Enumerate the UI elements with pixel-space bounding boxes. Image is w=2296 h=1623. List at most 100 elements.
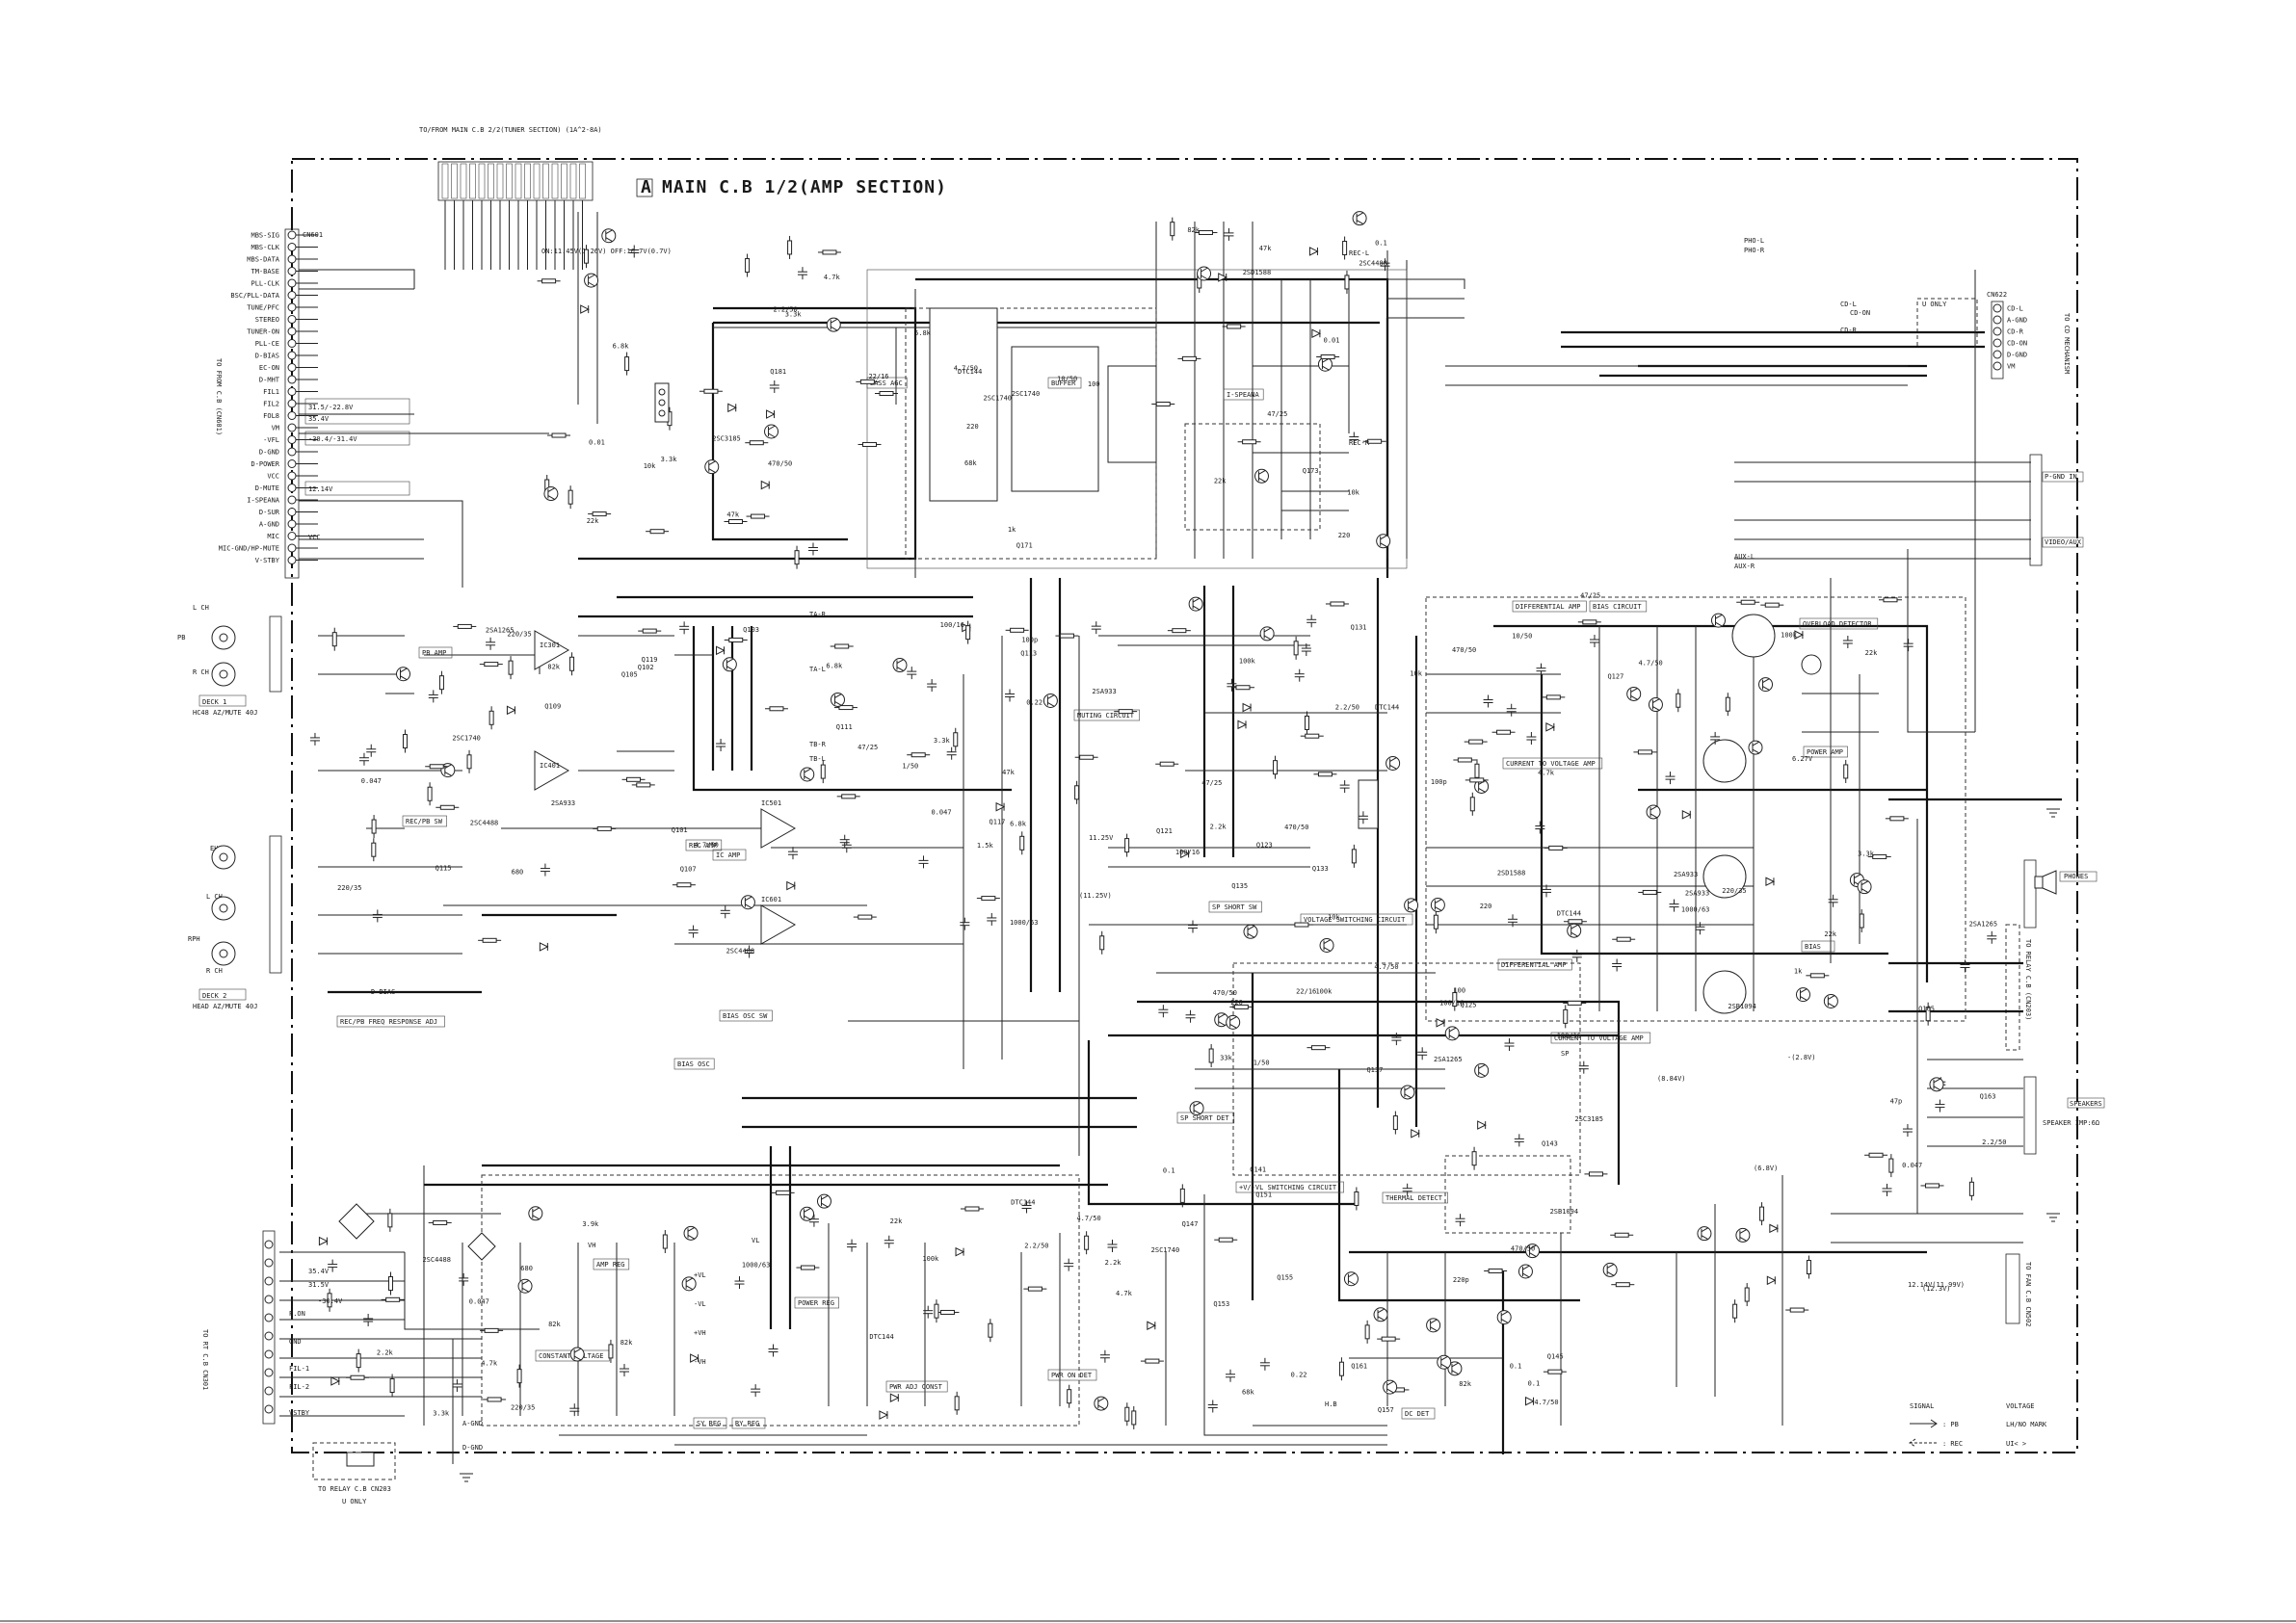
transistor-emitter [444, 772, 453, 777]
transistor-collector [1800, 988, 1808, 994]
left-connector: CN601 MBS-SIGMBS-CLKMBS-DATATM-BASEPLL-C… [215, 228, 323, 579]
left-pin [287, 399, 297, 408]
transistor-emitter [1448, 1034, 1457, 1040]
transistor [1042, 693, 1058, 708]
component-value: Q145 [1547, 1352, 1564, 1360]
resistor [1310, 1045, 1326, 1051]
transistor [1795, 987, 1810, 1003]
component-value: Q107 [680, 865, 697, 873]
signal-annotation: -30.4V [318, 1297, 343, 1305]
resistor [1351, 849, 1357, 864]
component-value: 4.7k [824, 274, 841, 281]
power-pin [264, 1313, 274, 1322]
legend-voltage-note2: UI< > [2006, 1440, 2026, 1448]
fan-cb-label: TO FAN C.B CN502 [2024, 1262, 2032, 1326]
transistor-emitter [1389, 765, 1397, 770]
signal-annotation: -(2.8V) [1787, 1054, 1816, 1061]
block-label-box [1512, 600, 1587, 613]
mini-connector [654, 382, 670, 423]
block-label: AMP REG [596, 1261, 625, 1269]
resistor [1145, 1358, 1160, 1364]
resistor [427, 786, 433, 801]
resistor [371, 842, 377, 857]
resistor [1019, 835, 1025, 851]
left-pin-label: EC-ON [259, 364, 279, 372]
components [309, 211, 1997, 1429]
signal-annotation: FIL-1 [289, 1365, 309, 1373]
transistor [1189, 1101, 1204, 1116]
left-pin [287, 447, 297, 457]
component-value: Q163 [1980, 1093, 1996, 1101]
transistor-collector [573, 1348, 582, 1353]
transistor-emitter [547, 495, 556, 500]
component-value: 2SC1740 [1151, 1246, 1180, 1254]
component-value: 10k [1410, 670, 1422, 678]
resistor [820, 764, 826, 779]
component-value: 680 [520, 1265, 533, 1272]
resistor [350, 1374, 365, 1380]
thin-wires [279, 212, 2031, 1464]
component-value: 220 [1480, 903, 1492, 910]
transistor-collector [1386, 1380, 1394, 1386]
deck1-rch: R CH [193, 668, 209, 676]
resistor [1637, 749, 1652, 755]
block-label: SP SHORT SW [1212, 903, 1257, 911]
transistor-collector [1263, 627, 1272, 633]
resistor [487, 1397, 502, 1402]
transistor-collector [768, 425, 776, 431]
component-value: 220p [1453, 1276, 1469, 1284]
resistor [1218, 1237, 1233, 1243]
opamps [534, 630, 797, 945]
transistor [1648, 697, 1663, 713]
block-label-box [731, 1417, 766, 1429]
transistor [396, 667, 411, 682]
resistor [728, 637, 744, 642]
component-value: DTC144 [958, 368, 982, 376]
transistor-collector [1762, 678, 1770, 684]
right-top-pin-label: D-GND [2007, 352, 2027, 359]
left-pin [287, 471, 297, 481]
block-label-box [693, 1417, 727, 1429]
component-value: 1/50 [1254, 1060, 1270, 1067]
signal-annotation: +VH [694, 1329, 706, 1337]
transistor-emitter [1800, 996, 1808, 1002]
resistor [1273, 760, 1279, 775]
block-label-box [1208, 901, 1262, 913]
component-value: 4.7k [1538, 770, 1555, 777]
resistor [749, 440, 764, 446]
right-top-pin [1993, 327, 2002, 336]
component-value: Q173 [1303, 467, 1319, 475]
block-label-box [418, 646, 453, 659]
transistor-emitter [1451, 1370, 1460, 1375]
resistor [1159, 761, 1174, 767]
transistor-collector [1356, 212, 1364, 218]
resistor [953, 732, 959, 747]
top-pin [579, 163, 586, 199]
resistor [1614, 1232, 1629, 1238]
deck1-jacks: L CH R CH PB DECK 1 HC48 AZ/MUTE 40J [177, 604, 282, 717]
signal-annotation: P.ON [289, 1310, 305, 1318]
left-voltage-notes: 31.5/-22.8V 35.4V -30.4/-31.4V 12.14V [304, 398, 410, 496]
transistor [1823, 993, 1838, 1008]
component-value: 0.01 [1324, 336, 1340, 344]
block-label-box [712, 849, 747, 861]
transistor [1386, 755, 1401, 771]
signal-annotation: VSTBY [289, 1409, 310, 1417]
component-value: 2SA933 [1674, 871, 1698, 878]
signal-annotation: (6.8V) [1754, 1165, 1778, 1172]
transistor-collector [588, 274, 595, 279]
relay-bottom-uonly: U ONLY [342, 1498, 367, 1505]
resistor [541, 278, 557, 284]
left-pin [287, 302, 297, 312]
block-label-box [402, 815, 447, 827]
component-value: Q131 [1351, 624, 1367, 632]
component-value: 6.8k [914, 329, 932, 337]
left-pin [287, 363, 297, 372]
component-value: Q111 [836, 723, 853, 731]
transistor-collector [1247, 925, 1255, 930]
component-value: 100/16 [1557, 1032, 1581, 1039]
transistor [683, 1225, 699, 1241]
component-value: 100/16 [1175, 849, 1200, 856]
top-pin [551, 163, 559, 199]
resistor [1079, 754, 1095, 760]
